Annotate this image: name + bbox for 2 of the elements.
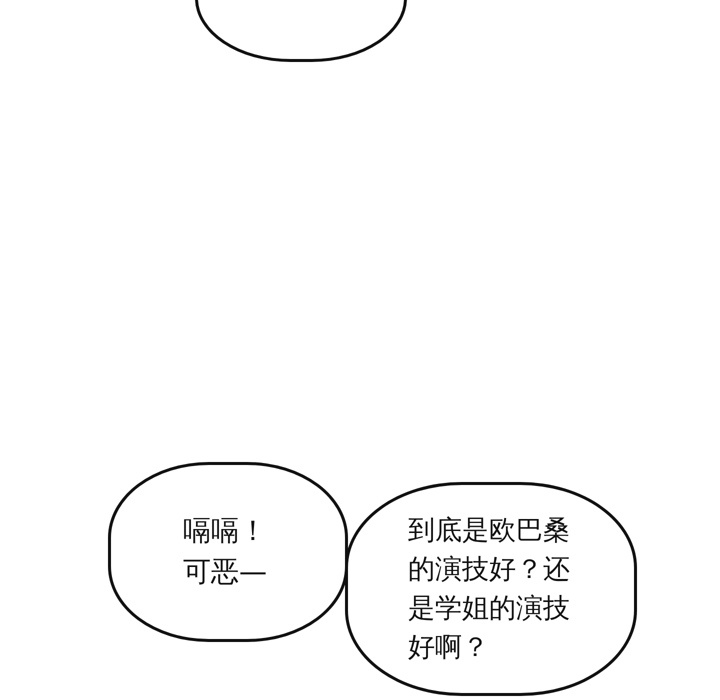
dialogue-text: 嗝嗝！可恶— bbox=[183, 513, 268, 590]
dialogue-text: 到底是欧巴桑的演技好？还是学姐的演技好啊？ bbox=[408, 514, 571, 666]
